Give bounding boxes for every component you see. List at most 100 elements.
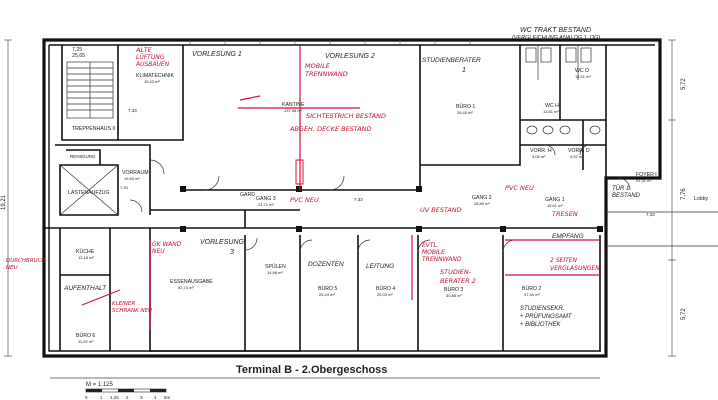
note-studienberater2-1: STUDIEN- <box>440 268 472 276</box>
note-tuer-2: BESTAND <box>612 193 641 199</box>
label-reinigung: REINIGUNG <box>70 154 96 159</box>
note-gk-wand-1: GK WAND <box>152 241 182 248</box>
label-buero5-area: 25,24 m² <box>319 292 335 297</box>
label-kantine-area: 137,98 m² <box>284 108 303 113</box>
note-vorlesung1: VORLESUNG 1 <box>192 51 242 58</box>
note-sichtestrich-1: SICHTESTRICH BESTAND <box>306 112 386 120</box>
label-vorr-d-area: 4,57 m² <box>570 154 584 159</box>
label-gang1-area: 15,61 m² <box>547 203 563 208</box>
note-tresen: TRESEN <box>552 210 578 218</box>
label-level-c: 7,33 <box>646 212 655 217</box>
label-foyer-area: 21,31 m² <box>636 178 652 183</box>
label-lobby: Lobby <box>694 196 709 202</box>
label-kantine: KANTINE <box>282 102 305 108</box>
note-vorlesung3-2: 3 <box>230 249 234 256</box>
note-mobile-trennwand-2: TRENNWAND <box>305 70 348 78</box>
window-marks <box>189 40 471 45</box>
note-alte-lueftung-3: AUSBAUEN <box>135 61 170 68</box>
label-essenausgabe: ESSENAUSGABE <box>170 279 213 285</box>
note-durchbruch-1: DURCHBRUCH <box>6 258 46 264</box>
note-studienberater1-1: STUDIENBERATER <box>422 57 481 64</box>
scale-tick-2: 1,25 <box>110 395 119 400</box>
dimension-right-mid: 7,76 <box>681 188 687 200</box>
label-wc-h-area: 13,81 m² <box>543 109 559 114</box>
note-wc-trakt-bestand: WC TRAKT BESTAND <box>520 27 591 34</box>
label-gang3: GANG 3 <box>256 196 276 202</box>
label-vorr-h: VORR. H <box>530 148 552 154</box>
label-buero4-area: 25,03 m² <box>377 292 393 297</box>
note-seiten-1: 2 SEITEN <box>550 257 578 264</box>
note-aufenthalt: AUFENTHALT <box>63 285 107 292</box>
label-buero1: BÜRO 1 <box>456 103 475 110</box>
label-klimatechnik-area: 15,43 m² <box>144 79 160 84</box>
label-buero6: BÜRO 6 <box>76 332 95 339</box>
label-treppenhaus-area: 7,25 <box>72 47 82 53</box>
note-vorlesung2: VORLESUNG 2 <box>325 53 375 60</box>
note-alte-lueftung-2: LÜFTUNG <box>136 54 165 61</box>
note-pvc-neu-2: PVC NEU <box>505 184 534 192</box>
scale-tick-3: 2 <box>126 395 129 400</box>
note-studienberater1-2: 1 <box>462 67 466 74</box>
label-vorr-d: VORR. D <box>568 148 590 154</box>
note-wc-trakt-vergleich: (VERGLEICHUNG ANALOG 1. OG) <box>512 35 600 41</box>
label-treppenhaus-area2: 25,65 <box>72 53 85 59</box>
label-wc-d: WC D <box>575 68 589 74</box>
note-vorlesung3-1: VORLESUNG <box>200 239 245 246</box>
note-uv-bestand: UV BESTAND <box>420 206 462 214</box>
note-leitung: LEITUNG <box>366 263 394 270</box>
note-alte-lueftung-1: ALTE <box>135 46 153 54</box>
dimension-left: 19,21 <box>1 194 7 210</box>
label-gang3-area: 21,71 m² <box>258 202 274 207</box>
label-level-a: 7,33 <box>354 197 363 202</box>
label-gang2-area: 28,80 m² <box>474 201 490 206</box>
note-empfang: EMPFANG <box>552 233 584 240</box>
note-studiensekr-1: STUDIENSEKR. <box>520 306 564 312</box>
note-kleiner-2: SCHRANK NEU <box>112 308 152 314</box>
label-buero2: BÜRO 2 <box>522 285 541 292</box>
label-buero3-area: 30,88 m² <box>446 293 462 298</box>
scale-tick-5: 4 <box>154 395 157 400</box>
scale-tick-1: 1 <box>100 395 103 400</box>
columns <box>180 186 603 232</box>
label-gard: GARD <box>240 192 255 198</box>
room-labels: 7,25 25,65 TREPPENHAUS II KLIMATECHNIK 1… <box>68 47 709 344</box>
label-klimatechnik: KLIMATECHNIK <box>136 73 174 79</box>
note-evtl-2: MOBILE <box>422 249 445 256</box>
note-evtl-3: TRENNWAND <box>422 256 462 263</box>
label-spuelen: SPÜLEN <box>265 263 286 270</box>
staircase <box>66 61 114 119</box>
label-vorraum-area: 15,50 m² <box>124 176 140 181</box>
wc-fixtures <box>525 45 601 135</box>
note-evtl-1: EVTL. <box>422 242 439 249</box>
dimension-right-top: 5,72 <box>681 78 687 90</box>
dimension-lines <box>4 39 676 357</box>
label-essenausgabe-area: 81,74 m² <box>178 285 194 290</box>
label-level-b: 7,33 <box>128 108 137 113</box>
note-dozenten: DOZENTEN <box>308 261 344 268</box>
label-spuelen-area: 14,98 m² <box>267 270 283 275</box>
note-studienberater2-2: BERATER 2 <box>440 277 476 285</box>
note-mobile-trennwand-1: MOBILE <box>305 62 331 70</box>
label-buero4: BÜRO 4 <box>376 285 395 292</box>
note-studiensekr-2: + PRÜFUNGSAMT <box>520 313 573 320</box>
planned-changes <box>81 45 600 330</box>
label-lastenaufzug-area: 7,33 <box>120 185 129 190</box>
label-kueche: KÜCHE <box>76 248 95 255</box>
note-sichtestrich-2: ABGEH. DECKE BESTAND <box>289 125 372 133</box>
label-treppenhaus: TREPPENHAUS II <box>72 126 115 132</box>
label-buero3: BÜRO 3 <box>444 286 463 293</box>
label-gang2: GANG 2 <box>472 195 492 201</box>
note-pvc-neu-1: PVC NEU <box>290 196 319 204</box>
label-lastenaufzug: LASTENAUFZUG <box>68 190 110 196</box>
lift-shaft <box>59 164 119 216</box>
label-vorr-h-area: 4,05 m² <box>532 154 546 159</box>
label-gang1: GANG 1 <box>545 197 565 203</box>
note-seiten-2: VERGLASUNGEN <box>550 265 600 272</box>
note-gk-wand-2: NEU <box>152 248 165 255</box>
plan-title: Terminal B - 2.Obergeschoss <box>236 364 387 376</box>
note-tuer-1: TÜR 1 <box>612 185 629 192</box>
label-buero2-area: 37,40 m² <box>524 292 540 297</box>
label-buero5: BÜRO 5 <box>318 285 337 292</box>
note-durchbruch-2: NEU <box>6 265 18 271</box>
